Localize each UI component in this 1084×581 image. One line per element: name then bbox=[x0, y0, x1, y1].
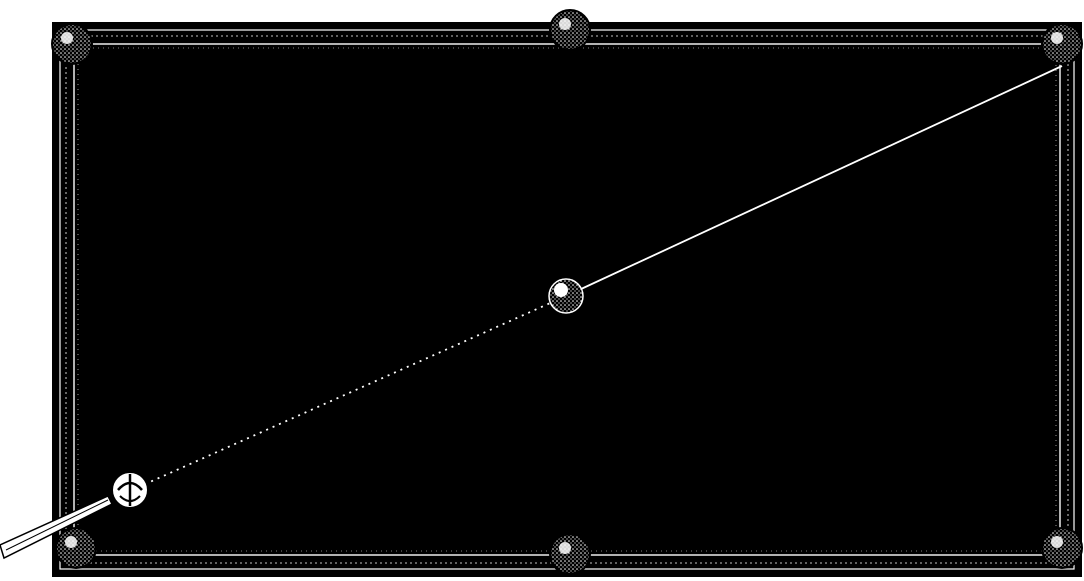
pocket-bottom-left bbox=[56, 528, 96, 568]
pocket-top-middle bbox=[550, 10, 590, 50]
cue-ball bbox=[112, 472, 148, 508]
pocket-bottom-middle bbox=[550, 534, 590, 574]
pocket-top-right bbox=[1042, 24, 1082, 64]
pocket-bottom-right bbox=[1042, 528, 1082, 568]
pocket-top-left bbox=[52, 24, 92, 64]
object-ball bbox=[549, 279, 583, 313]
